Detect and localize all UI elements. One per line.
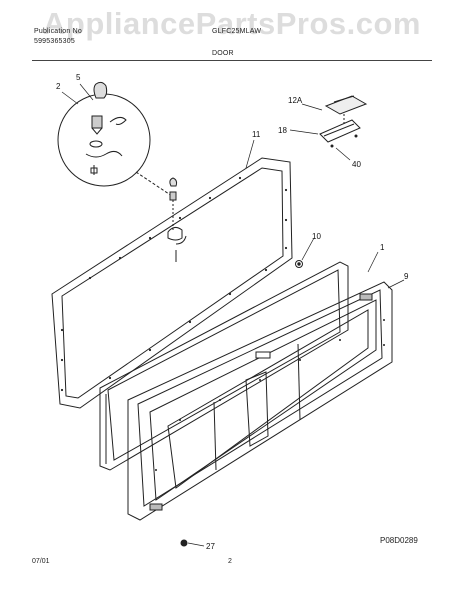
callout-2: 2	[56, 82, 61, 91]
callout-18: 18	[278, 126, 287, 135]
watermark-text: AppliancePartsPros.com	[43, 6, 421, 41]
callout-9: 9	[404, 272, 409, 281]
footer-date: 07/01	[32, 558, 50, 565]
hinge-hardware	[167, 177, 187, 262]
header-rule	[32, 60, 432, 61]
callout-5: 5	[76, 73, 81, 82]
footer-page-number: 2	[228, 558, 232, 565]
handle-assembly	[319, 95, 368, 148]
model-number: GLFC25MLAW	[212, 28, 262, 35]
publication-number: 5995365305	[34, 38, 75, 45]
hinge-detail-circle	[57, 81, 151, 187]
screw-part-27	[180, 539, 188, 547]
figure-id: P08D0289	[380, 536, 418, 545]
callout-leaders	[61, 83, 405, 547]
section-title: DOOR	[212, 50, 234, 57]
door-panel	[99, 261, 349, 471]
screw-part-10	[295, 260, 303, 268]
callout-27: 27	[206, 542, 215, 551]
callout-12a: 12A	[288, 96, 303, 105]
callout-10: 10	[312, 232, 321, 241]
callout-40: 40	[352, 160, 361, 169]
gasket-frame	[51, 157, 293, 409]
publication-label: Publication No	[34, 28, 82, 35]
callout-1: 1	[380, 243, 385, 252]
callout-11: 11	[252, 130, 261, 139]
outer-door	[127, 281, 393, 521]
